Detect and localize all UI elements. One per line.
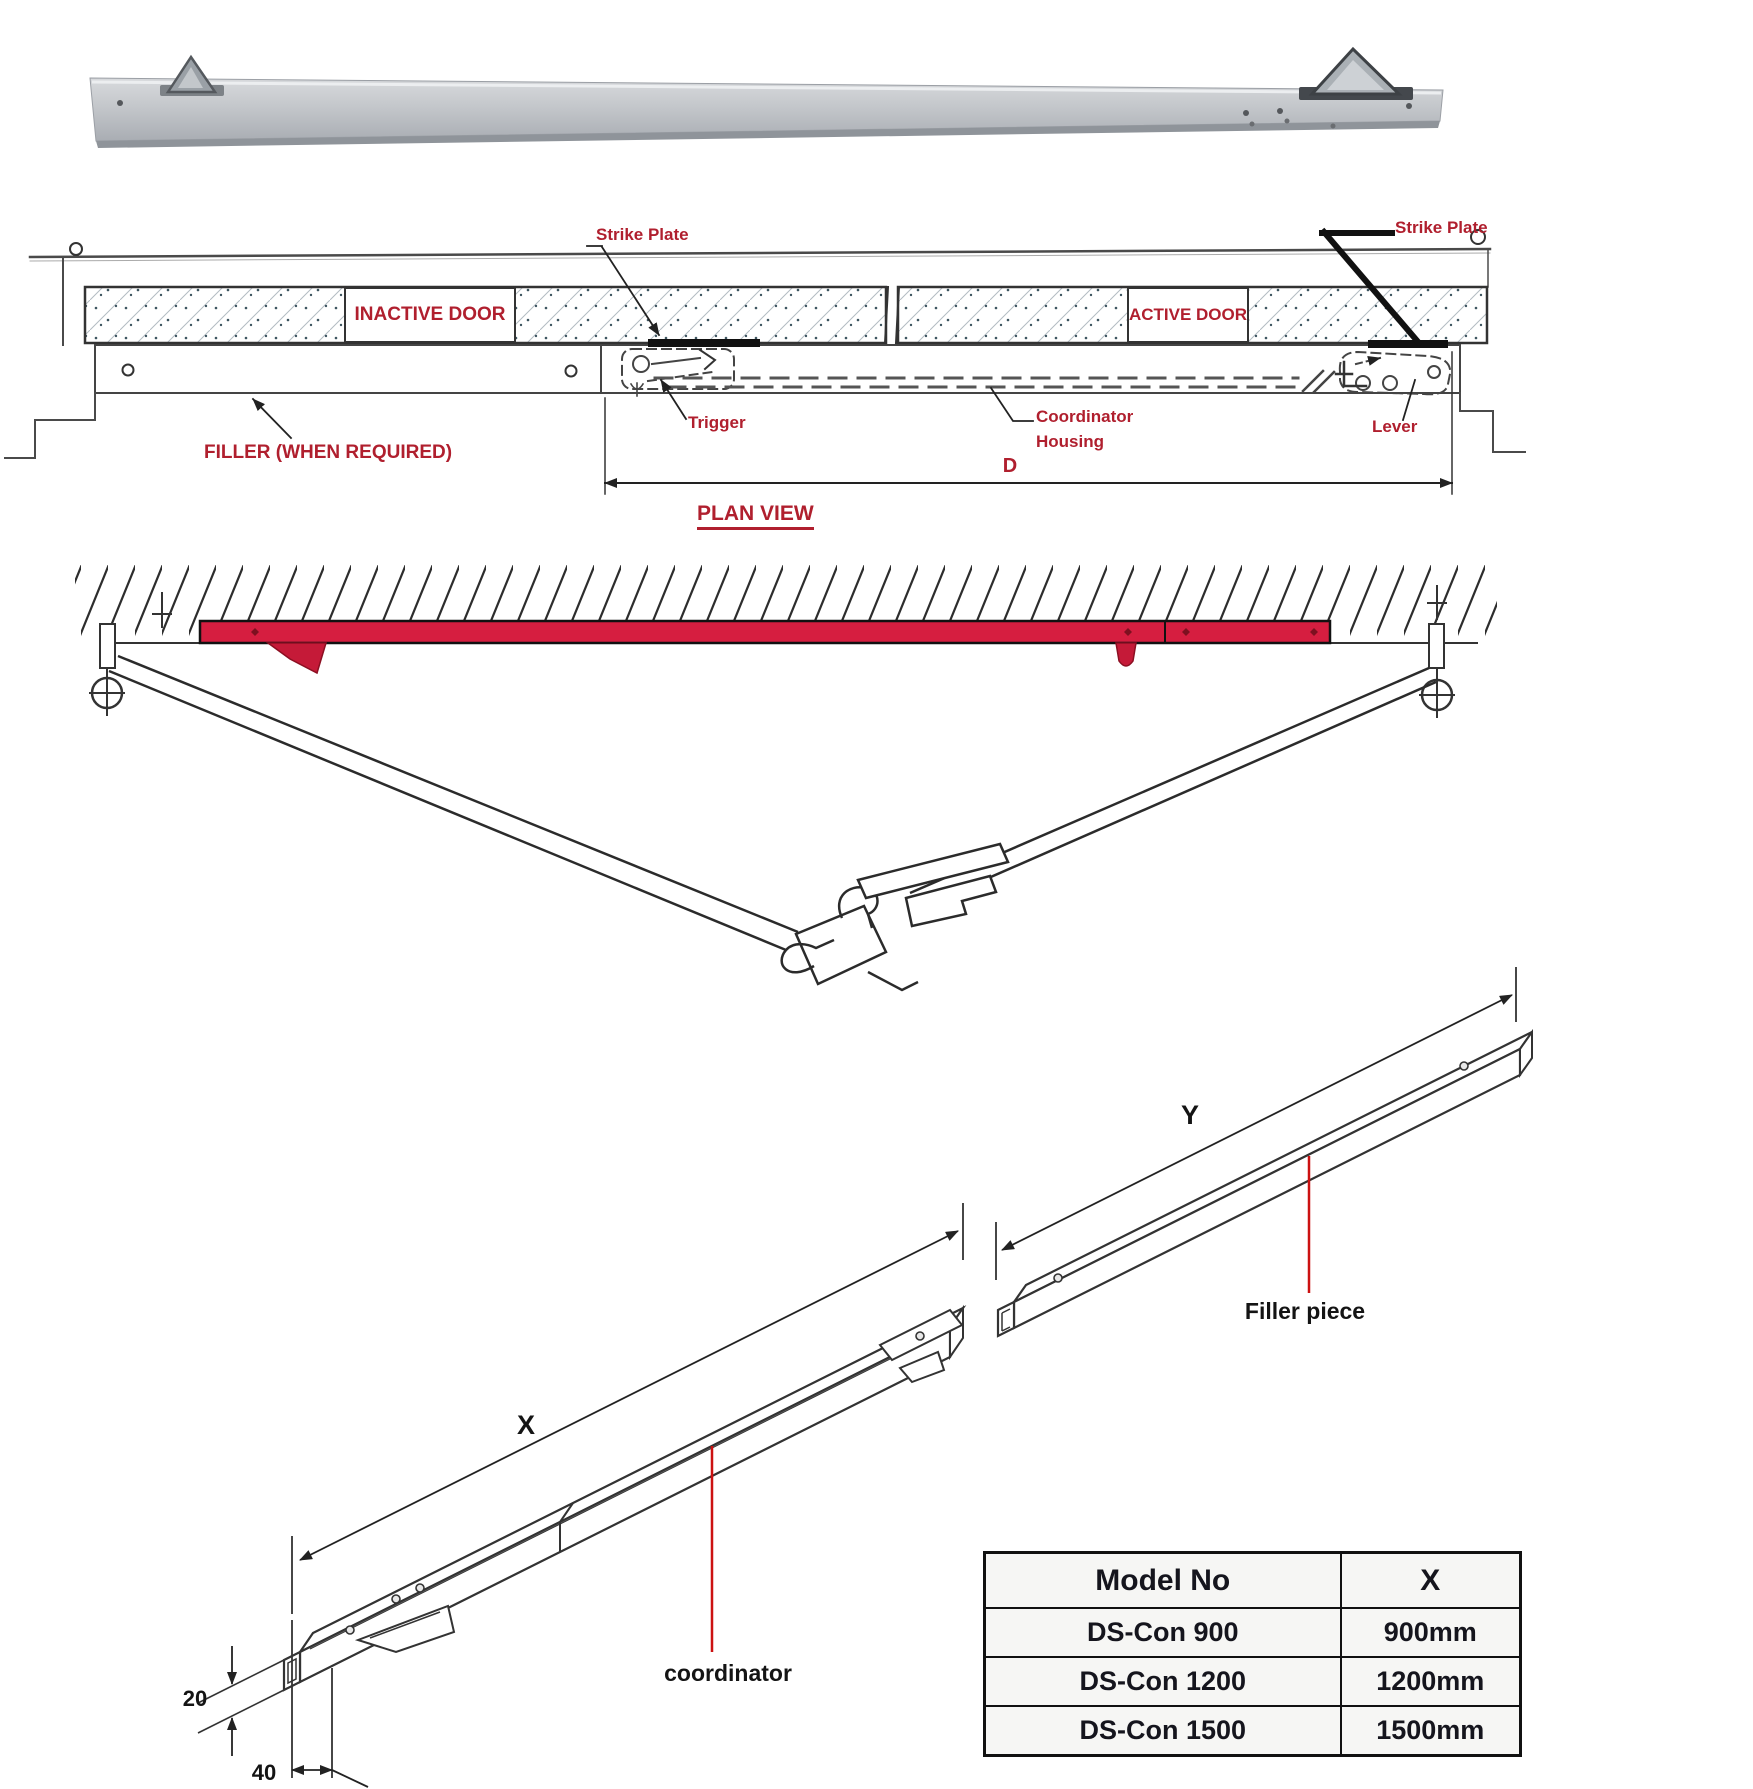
- coordinator-bar-red: [198, 619, 1332, 645]
- strike-plate-right-label: Strike Plate: [1395, 218, 1488, 237]
- active-door-label: ACTIVE DOOR: [1128, 305, 1248, 324]
- inactive-door-label: INACTIVE DOOR: [354, 304, 506, 325]
- trigger-label: Trigger: [688, 413, 746, 432]
- plan-view-title: PLAN VIEW: [697, 502, 814, 531]
- pivot-hinge-left: [89, 592, 172, 716]
- coordinator-housing-label-line2: Housing: [1036, 432, 1104, 451]
- product-photo: [89, 46, 1444, 148]
- trigger-red-left: [265, 642, 328, 675]
- table-row: DS-Con 900 900mm: [983, 1607, 1522, 1658]
- open-doors-drawing: [75, 565, 1497, 992]
- pivot-right: [1470, 229, 1486, 245]
- model-cell: DS-Con 1200: [983, 1656, 1342, 1707]
- table-row: DS-Con 1500 1500mm: [983, 1705, 1522, 1757]
- dimension-40-label: 40: [251, 1760, 277, 1785]
- dimension-20-label: 20: [182, 1686, 208, 1711]
- dimension-y-label: Y: [1180, 1100, 1200, 1130]
- model-table-header-model: Model No: [983, 1551, 1342, 1609]
- lever-mechanism: [1334, 350, 1452, 396]
- strike-plate-left-part: [648, 339, 760, 347]
- model-cell: DS-Con 1500: [983, 1705, 1342, 1757]
- strike-plate-right-part: [1368, 340, 1448, 348]
- coordinator-iso: [282, 1304, 967, 1692]
- filler-note-label: FILLER (WHEN REQUIRED): [204, 442, 453, 463]
- dimension-y-line: [1001, 994, 1513, 1251]
- screw-marks: [251, 628, 1318, 636]
- filler-piece-label: Filler piece: [1244, 1298, 1366, 1324]
- trigger-mechanism: [621, 348, 735, 397]
- model-table: Model No X DS-Con 900 900mm DS-Con 1200 …: [983, 1551, 1522, 1757]
- x-cell: 900mm: [1339, 1607, 1522, 1658]
- dimension-x-line: [299, 1230, 959, 1561]
- trigger-red-right: [1115, 642, 1137, 667]
- coordinator-housing-label-line1: Coordinator: [1036, 407, 1134, 426]
- coordinator-iso-label: coordinator: [664, 1660, 792, 1686]
- model-table-header-x: X: [1339, 1551, 1522, 1609]
- x-cell: 1500mm: [1339, 1705, 1522, 1757]
- filler-bar: [94, 344, 602, 394]
- dimension-x-label: X: [516, 1410, 536, 1440]
- isometric-drawing: [197, 967, 1533, 1788]
- model-table-header-row: Model No X: [983, 1551, 1522, 1609]
- plan-view-drawing: [4, 227, 1526, 495]
- table-row: DS-Con 1200 1200mm: [983, 1656, 1522, 1707]
- open-door-left: [108, 654, 919, 992]
- pivot-left: [69, 242, 83, 256]
- open-door-right: [856, 666, 1437, 928]
- model-cell: DS-Con 900: [983, 1607, 1342, 1658]
- strike-plate-left-label: Strike Plate: [596, 225, 689, 244]
- lever-label: Lever: [1372, 417, 1418, 436]
- dimension-d-label: D: [1002, 455, 1018, 477]
- filler-piece-iso: [996, 1028, 1533, 1338]
- x-cell: 1200mm: [1339, 1656, 1522, 1707]
- pivot-hinge-right: [1419, 585, 1455, 718]
- coordinator-housing-bar: [600, 344, 1461, 394]
